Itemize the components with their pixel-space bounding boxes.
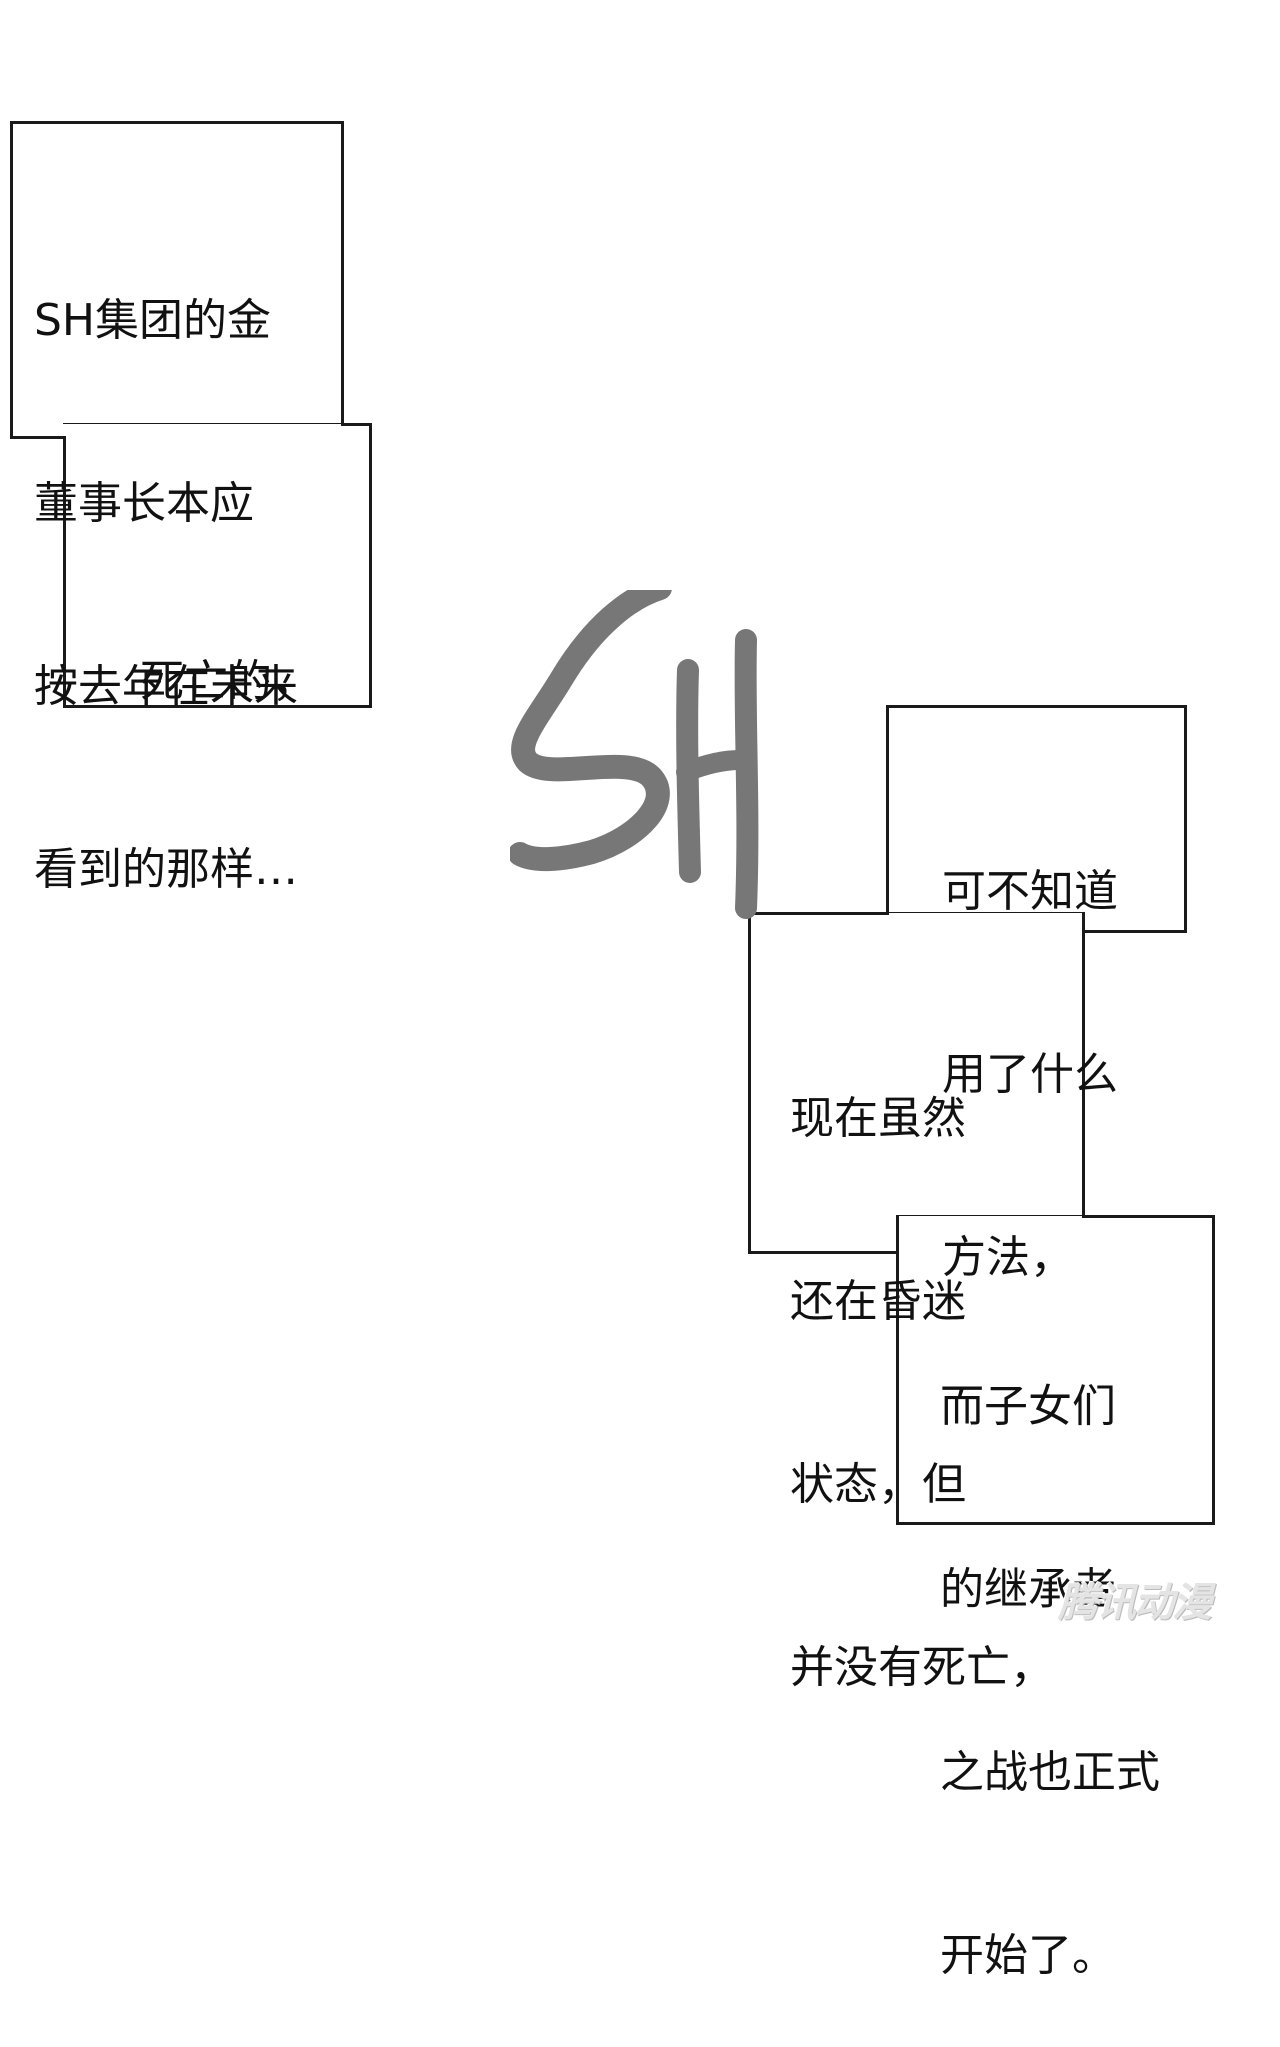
caption-line: 之战也正式 xyxy=(940,1747,1160,1798)
caption-join-1 xyxy=(13,424,341,436)
caption-line: 状态，但 xyxy=(790,1459,966,1510)
sh-logo-icon: SH xyxy=(510,590,759,919)
caption-line: 可不知道 xyxy=(942,866,1118,917)
logo-s-stroke xyxy=(510,590,672,872)
caption-line: 现在虽然 xyxy=(790,1093,966,1144)
caption-box-5 xyxy=(896,1215,1215,1525)
caption-line: 方法， xyxy=(942,1232,1074,1283)
caption-text-3: 可不知道 用了什么 方法， xyxy=(942,739,1118,1349)
caption-line: 还在昏迷 xyxy=(790,1276,966,1327)
caption-line: 开始了。 xyxy=(940,1930,1116,1981)
tencent-comic-watermark: 腾讯动漫 xyxy=(1058,1580,1212,1626)
caption-line: 死亡的， xyxy=(140,656,316,707)
caption-line: 的继承者 xyxy=(940,1564,1116,1615)
caption-line: 看到的那样… xyxy=(34,844,298,895)
caption-box-2 xyxy=(63,423,372,708)
caption-line: 董事长本应 xyxy=(34,478,254,529)
caption-line: 而子女们 xyxy=(940,1381,1116,1432)
caption-line: SH集团的金 xyxy=(34,295,272,346)
caption-join-3 xyxy=(899,1216,1082,1251)
logo-text: SH xyxy=(510,590,512,591)
caption-join-2 xyxy=(889,913,1082,930)
caption-line: 用了什么 xyxy=(942,1049,1118,1100)
caption-text-1: SH集团的金 董事长本应 按去年在未来 看到的那样… xyxy=(34,168,298,961)
logo-h-right-stroke xyxy=(734,629,759,919)
caption-line: 按去年在未来 xyxy=(34,661,298,712)
caption-box-3 xyxy=(886,705,1187,933)
caption-text-2: 死亡的， xyxy=(140,529,316,773)
caption-box-1 xyxy=(10,121,344,439)
caption-box-4 xyxy=(748,912,1085,1254)
caption-text-5: 而子女们 的继承者 之战也正式 开始了。 xyxy=(940,1254,1160,2047)
logo-h-bar-stroke xyxy=(676,750,750,782)
